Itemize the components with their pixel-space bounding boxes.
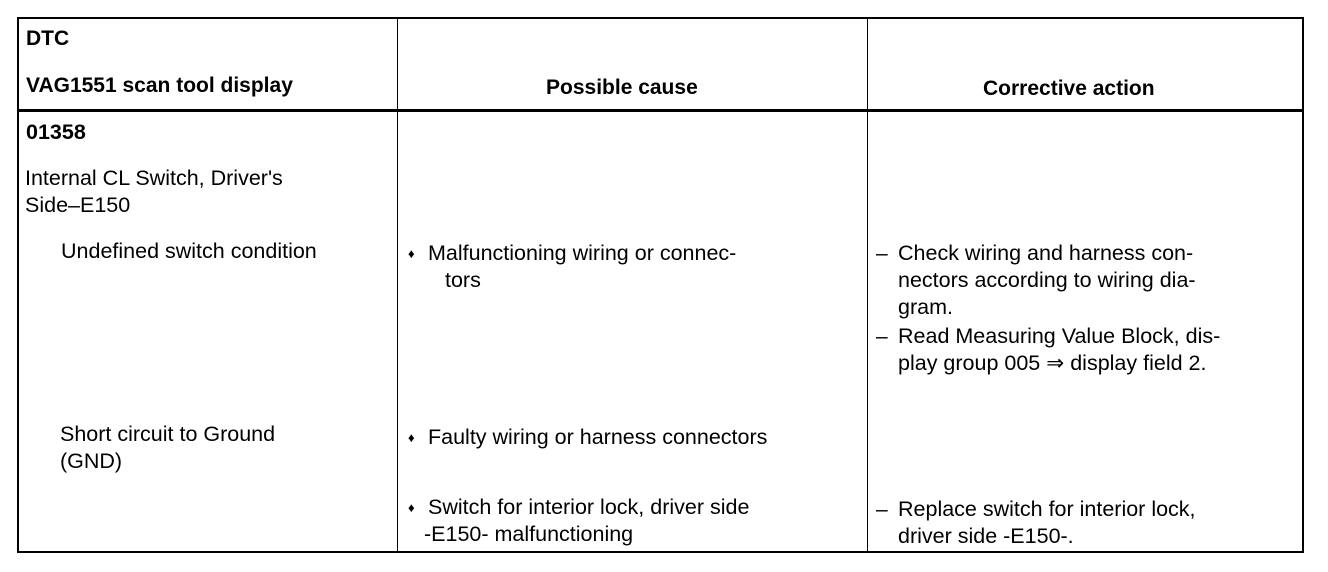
corrective-action-line: Check wiring and harness con- <box>898 241 1194 265</box>
bullet-icon: ♦ <box>408 246 415 261</box>
corrective-action-line: Read Measuring Value Block, dis- <box>898 324 1221 348</box>
possible-cause-line: Switch for interior lock, driver side <box>428 495 750 519</box>
header-corrective-action: Corrective action <box>983 77 1155 100</box>
bullet-icon: ♦ <box>408 430 415 445</box>
possible-cause-line: tors <box>445 268 481 292</box>
corrective-action-line: driver side -E150-. <box>898 524 1074 548</box>
dash-icon: – <box>876 325 888 348</box>
dtc-table: DTC VAG1551 scan tool display Possible c… <box>17 17 1304 553</box>
dtc-description-line-2: Side–E150 <box>25 193 131 217</box>
column-divider-1 <box>397 19 398 551</box>
condition-label: Short circuit to Ground <box>60 422 276 446</box>
bullet-icon: ♦ <box>408 500 415 515</box>
dash-icon: – <box>876 498 888 521</box>
dtc-code: 01358 <box>26 120 86 144</box>
header-divider <box>19 109 1302 112</box>
condition-label: (GND) <box>60 449 123 473</box>
column-divider-2 <box>867 19 868 551</box>
possible-cause-line: Malfunctioning wiring or connec- <box>428 241 737 265</box>
corrective-action-line: nectors according to wiring dia- <box>898 268 1196 292</box>
corrective-action-line: play group 005 ⇒ display field 2. <box>898 351 1207 375</box>
header-scan-tool-display: VAG1551 scan tool display <box>26 74 293 97</box>
dash-icon: – <box>876 242 888 265</box>
condition-label: Undefined switch condition <box>61 239 317 263</box>
header-possible-cause: Possible cause <box>546 76 698 99</box>
header-dtc: DTC <box>26 27 70 50</box>
corrective-action-line: Replace switch for interior lock, <box>898 497 1196 521</box>
corrective-action-line: gram. <box>898 295 953 319</box>
possible-cause-line: Faulty wiring or harness connectors <box>428 425 768 449</box>
dtc-description-line-1: Internal CL Switch, Driver's <box>25 166 283 190</box>
possible-cause-line: -E150- malfunctioning <box>424 522 634 546</box>
